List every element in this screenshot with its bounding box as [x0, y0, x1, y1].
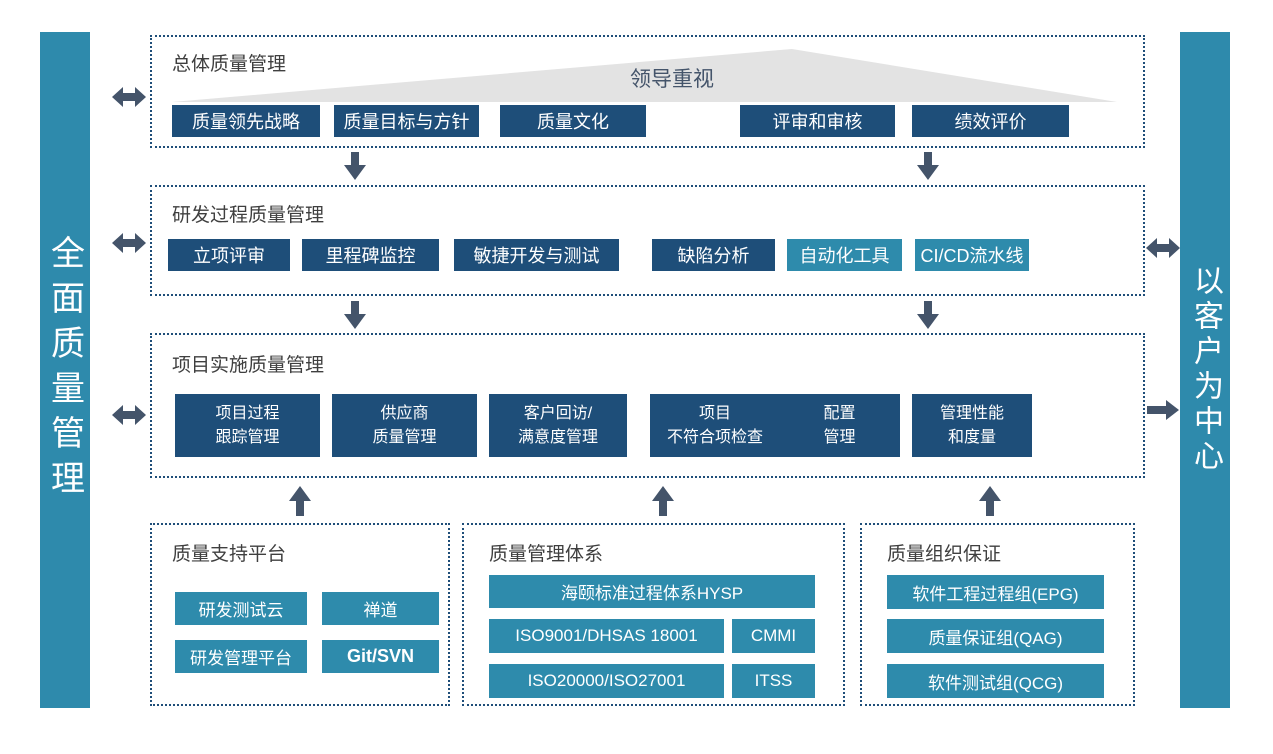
down-arrow-icon: [344, 152, 366, 180]
block-line: 不符合项检查: [666, 428, 763, 446]
section-rd-process: 研发过程质量管理 立项评审 里程碑监控 敏捷开发与测试 缺陷分析 自动化工具 C…: [150, 185, 1145, 296]
block-line: 客户回访/: [523, 404, 593, 422]
block-quality-culture: 质量文化: [500, 105, 646, 137]
block-hysp: 海颐标准过程体系HYSP: [489, 575, 815, 608]
block-cmmi: CMMI: [732, 619, 815, 653]
section-impl-title: 项目实施质量管理: [172, 355, 325, 376]
section-project-impl: 项目实施质量管理 项目过程 跟踪管理 供应商 质量管理 客户回访/ 满意度管理 …: [150, 333, 1145, 478]
block-milestone-monitor: 里程碑监控: [302, 239, 439, 271]
block-line: 管理: [823, 428, 856, 446]
block-line: 项目: [698, 404, 731, 422]
block-git-svn: Git/SVN: [322, 640, 439, 673]
section-overall-quality: 总体质量管理 领导重视 质量领先战略 质量目标与方针 质量文化 评审和审核 绩效…: [150, 35, 1145, 148]
block-itss: ITSS: [732, 664, 815, 698]
up-arrow-icon: [289, 486, 311, 516]
section-quality-org: 质量组织保证 软件工程过程组(EPG) 质量保证组(QAG) 软件测试组(QCG…: [860, 523, 1135, 706]
block-line: 供应商: [380, 404, 429, 422]
leadership-label: 领导重视: [630, 68, 714, 91]
block-quality-goals: 质量目标与方针: [334, 105, 479, 137]
section-support-title: 质量支持平台: [172, 544, 287, 565]
block-qag: 质量保证组(QAG): [887, 619, 1104, 653]
right-banner-text: 以客户为中心: [1189, 265, 1222, 475]
block-project-approval: 立项评审: [168, 239, 290, 271]
up-arrow-icon: [979, 486, 1001, 516]
block-line: 管理性能: [939, 404, 1004, 422]
section-org-title: 质量组织保证: [887, 544, 1002, 565]
section-overall-title: 总体质量管理: [172, 54, 287, 75]
block-iso20000: ISO20000/ISO27001: [489, 664, 724, 698]
block-review-audit: 评审和审核: [740, 105, 895, 137]
down-arrow-icon: [917, 152, 939, 180]
section-quality-system: 质量管理体系 海颐标准过程体系HYSP ISO9001/DHSAS 18001 …: [462, 523, 845, 706]
block-iso9001: ISO9001/DHSAS 18001: [489, 619, 724, 653]
block-line: 质量管理: [372, 428, 437, 446]
block-nonconformity-check: 项目 不符合项检查: [650, 394, 780, 457]
block-quality-strategy: 质量领先战略: [172, 105, 320, 137]
block-config-mgmt: 配置 管理: [779, 394, 900, 457]
block-performance-eval: 绩效评价: [912, 105, 1069, 137]
double-arrow-icon: [112, 87, 146, 107]
block-line: 和度量: [947, 428, 996, 446]
block-performance-measure: 管理性能 和度量: [912, 394, 1032, 457]
down-arrow-icon: [917, 301, 939, 329]
block-automation-tools: 自动化工具: [787, 239, 902, 271]
left-banner: 全面质量管理: [40, 32, 90, 708]
block-line: 配置: [823, 404, 856, 422]
up-arrow-icon: [652, 486, 674, 516]
right-banner: 以客户为中心: [1180, 32, 1230, 708]
block-agile-dev-test: 敏捷开发与测试: [454, 239, 619, 271]
block-defect-analysis: 缺陷分析: [652, 239, 775, 271]
block-supplier-quality: 供应商 质量管理: [332, 394, 477, 457]
section-rd-title: 研发过程质量管理: [172, 205, 325, 226]
double-arrow-icon: [112, 233, 146, 253]
block-project-tracking: 项目过程 跟踪管理: [175, 394, 320, 457]
down-arrow-icon: [344, 301, 366, 329]
block-line: 满意度管理: [517, 428, 598, 446]
section-system-title: 质量管理体系: [489, 544, 604, 565]
block-zentao: 禅道: [322, 592, 439, 625]
double-arrow-icon: [1146, 238, 1180, 258]
double-arrow-icon: [112, 405, 146, 425]
section-support-platform: 质量支持平台 研发测试云 禅道 研发管理平台 Git/SVN: [150, 523, 450, 706]
block-qcg: 软件测试组(QCG): [887, 664, 1104, 698]
block-customer-visit: 客户回访/ 满意度管理: [489, 394, 627, 457]
block-epg: 软件工程过程组(EPG): [887, 575, 1104, 609]
block-line: 项目过程: [215, 404, 280, 422]
left-banner-text: 全面质量管理: [45, 235, 84, 505]
block-rd-test-cloud: 研发测试云: [175, 592, 307, 625]
block-cicd-pipeline: CI/CD流水线: [915, 239, 1029, 271]
block-rd-mgmt-platform: 研发管理平台: [175, 640, 307, 673]
block-line: 跟踪管理: [215, 428, 280, 446]
right-arrow-icon: [1147, 400, 1179, 420]
